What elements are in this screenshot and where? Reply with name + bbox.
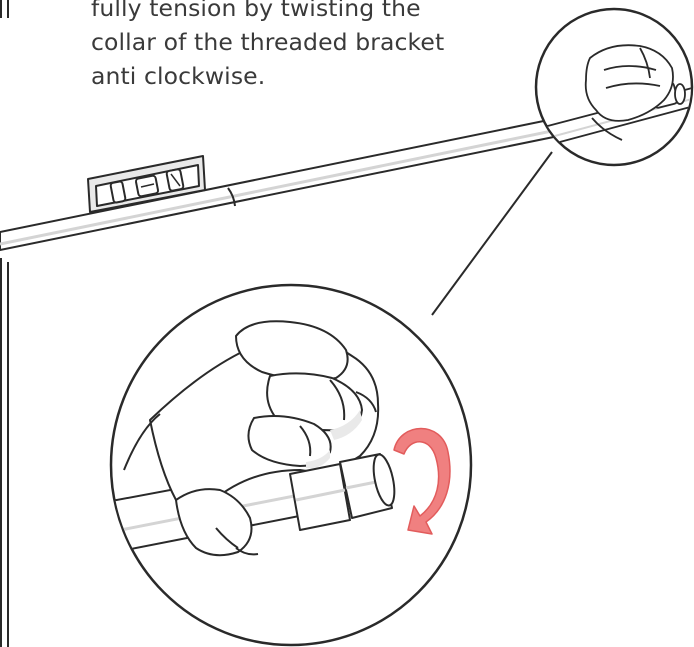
spirit-level-icon (87, 155, 206, 213)
anticlockwise-arrow-icon (393, 427, 451, 535)
callout-leader-line (431, 151, 553, 316)
detail-callout-large (109, 283, 473, 647)
wall-edges (0, 0, 9, 647)
instruction-line-1: fully tension by twisting the (91, 0, 421, 22)
detail-callout-small (534, 7, 694, 167)
instruction-line-3: anti clockwise. (91, 62, 266, 90)
instruction-line-2: collar of the threaded bracket (91, 28, 445, 56)
instruction-text: fully tension by twisting the collar of … (91, 0, 531, 93)
